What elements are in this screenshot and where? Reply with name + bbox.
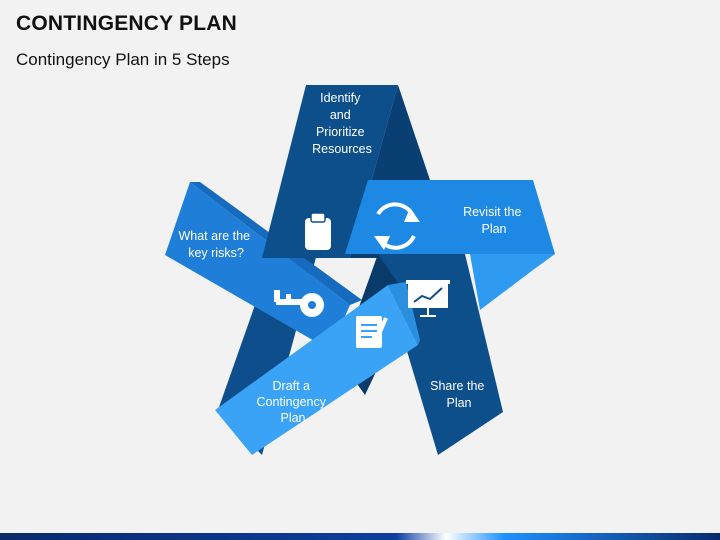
presentation-chart-icon (406, 280, 450, 317)
band-revisit-tail (470, 254, 555, 310)
footer-accent-bar (0, 533, 720, 540)
band-identify[interactable] (262, 85, 398, 258)
label-risks: What are the key risks? (178, 229, 253, 260)
label-share: Share the Plan (430, 379, 488, 410)
clipboard-icon (305, 212, 331, 250)
page-title: CONTINGENCY PLAN (16, 12, 237, 35)
label-draft: Draft a Contingency Plan (257, 379, 330, 425)
key-icon (274, 290, 324, 317)
band-revisit[interactable] (345, 180, 555, 254)
band-draft-edge (388, 282, 420, 345)
label-revisit: Revisit the Plan (463, 205, 525, 236)
document-pen-icon (356, 316, 388, 348)
page-subtitle: Contingency Plan in 5 Steps (16, 50, 230, 69)
refresh-icon (374, 202, 420, 250)
label-identify: Identify and Prioritize Resources (312, 91, 372, 156)
